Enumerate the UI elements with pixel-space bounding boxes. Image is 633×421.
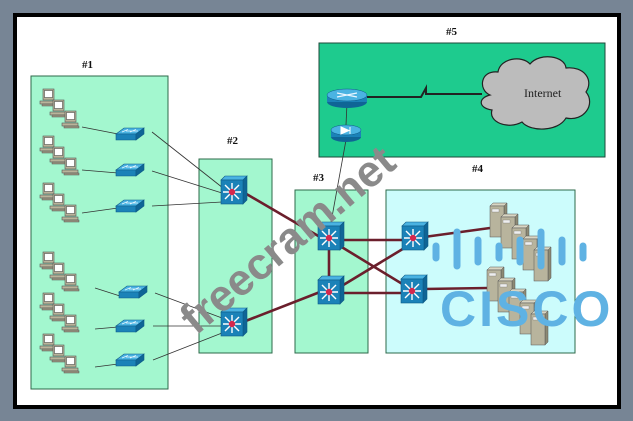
zone-3-label: #3 <box>313 172 325 184</box>
core-switch <box>317 275 345 305</box>
cisco-bars-icon <box>432 228 587 270</box>
zone-3-core-layer <box>294 189 369 354</box>
edge-router <box>326 88 368 108</box>
cisco-logo-watermark: CISCO <box>432 228 613 337</box>
link-firewall-core <box>329 139 347 229</box>
pc-links <box>81 126 121 368</box>
uplinks-access-distribution <box>151 131 224 361</box>
wan-serial-link <box>360 84 482 98</box>
router-arrows-icon <box>336 92 358 98</box>
zone-5-label: #5 <box>446 26 458 38</box>
zone-4-label: #4 <box>472 163 484 175</box>
trunk-links <box>242 190 491 324</box>
firewall-symbol-icon <box>340 126 351 135</box>
cisco-logo-text: CISCO <box>440 281 613 337</box>
zone-2-label: #2 <box>227 135 239 147</box>
internet-cloud: Internet <box>480 56 591 130</box>
server-farm-switch <box>401 221 429 251</box>
internet-label: Internet <box>524 86 562 100</box>
server-farm-switch <box>400 274 428 304</box>
zone-1-label: #1 <box>82 59 93 71</box>
firewall <box>330 124 362 142</box>
distribution-switch <box>220 175 248 205</box>
